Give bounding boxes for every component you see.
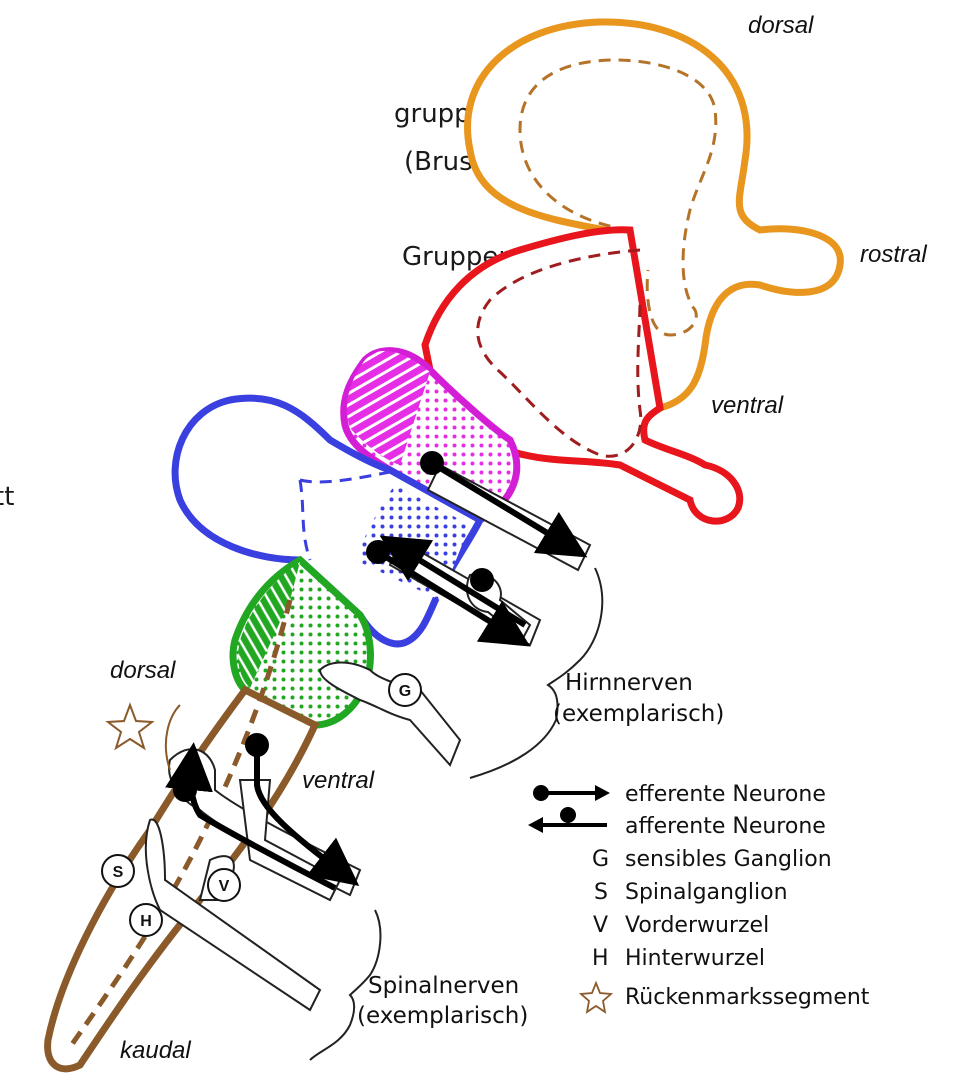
- legend-item-ganglion: sensibles Ganglion: [625, 847, 832, 872]
- svg-text:S: S: [113, 864, 124, 881]
- marker-S: S: [102, 855, 134, 887]
- label-kaudal: kaudal: [120, 1037, 191, 1064]
- legend-item-rueckenmarkssegment: Rückenmarkssegment: [625, 985, 870, 1010]
- marker-V: V: [208, 869, 240, 901]
- spinal-nerves-title: Spinalnerven: [368, 973, 519, 999]
- label-rostral: rostral: [860, 241, 927, 268]
- legend-item-spinalganglion: Spinalganglion: [625, 880, 788, 905]
- marker-H: H: [130, 904, 162, 936]
- label-dorsal-bottom: dorsal: [110, 657, 176, 684]
- cranial-nerves-title: Hirnnerven: [565, 670, 693, 696]
- svg-text:H: H: [140, 913, 152, 930]
- legend-afferent-symbol: [528, 807, 607, 833]
- segment-star-icon: [108, 705, 152, 748]
- legend-item-hinterwurzel: Hinterwurzel: [625, 946, 765, 971]
- label-dorsal-top: dorsal: [748, 12, 814, 39]
- legend-key-V: V: [593, 913, 608, 938]
- marker-G: G: [389, 674, 421, 706]
- legend-item-afferent: afferente Neurone: [625, 814, 826, 839]
- legend-item-efferent: efferente Neurone: [625, 782, 826, 807]
- legend: efferente Neurone afferente Neurone G se…: [528, 782, 870, 1012]
- legend-key-S: S: [594, 880, 608, 905]
- legend-item-vorderwurzel: Vorderwurzel: [625, 913, 769, 938]
- svg-text:V: V: [219, 878, 230, 895]
- svg-text:G: G: [399, 683, 411, 700]
- label-ventral-bottom: ventral: [302, 767, 375, 794]
- label-ventral-top: ventral: [711, 392, 784, 419]
- legend-efferent-symbol: [533, 785, 610, 801]
- spinal-nerves-subtitle: (exemplarisch): [357, 1003, 528, 1029]
- legend-key-H: H: [592, 946, 609, 971]
- legend-star-icon: [581, 983, 611, 1012]
- legend-key-G: G: [592, 847, 609, 872]
- cranial-nerves-subtitle: (exemplarisch): [553, 701, 724, 727]
- side-text-4: tt: [0, 482, 14, 512]
